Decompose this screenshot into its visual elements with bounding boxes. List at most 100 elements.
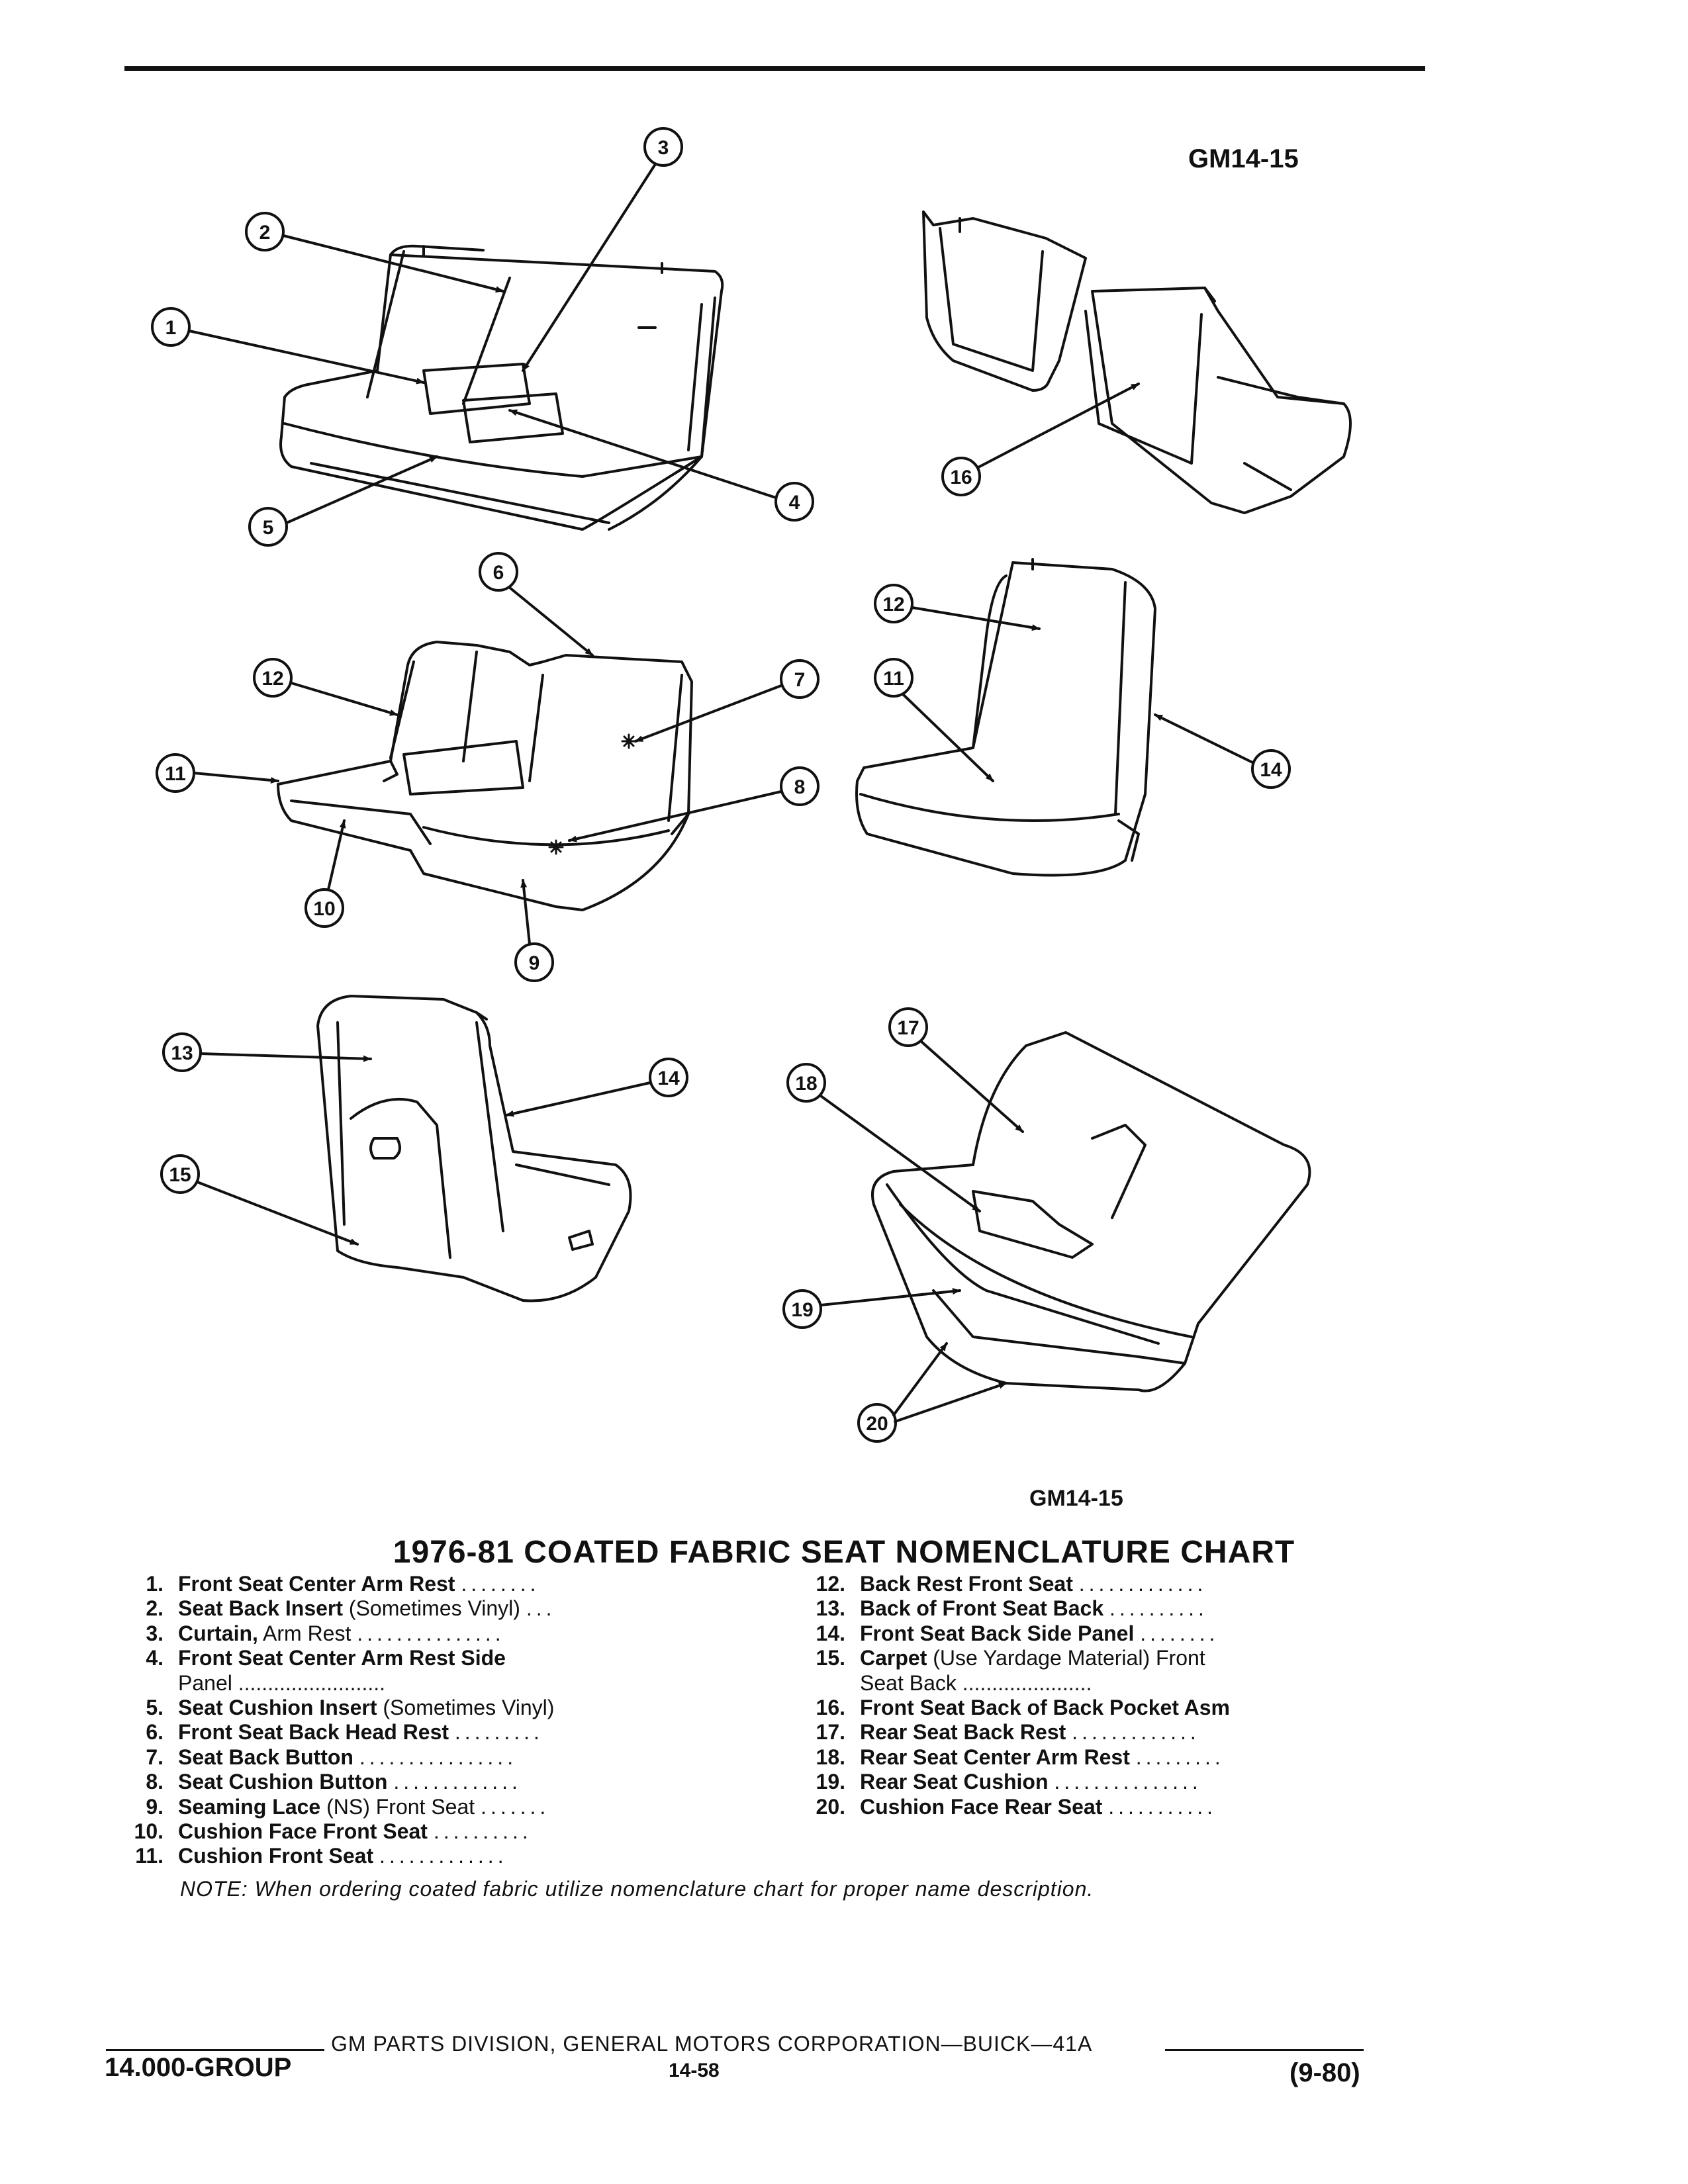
item-number: 19.: [816, 1770, 845, 1794]
callout-16: [941, 457, 981, 496]
svg-text:17: 17: [897, 1017, 919, 1039]
callout-17: [888, 1007, 928, 1047]
item-label: Front Seat Center Arm Rest Side: [178, 1646, 506, 1670]
item-leader-dots: .............: [1072, 1720, 1200, 1745]
callout-7: [780, 659, 820, 699]
item-text: Front Seat Center Arm Rest Side Panel ..…: [178, 1646, 612, 1696]
item-number: 9.: [146, 1794, 164, 1819]
callout-11b: [874, 658, 914, 698]
callout-19: [782, 1289, 822, 1329]
item-leader-dots: .........: [454, 1720, 543, 1745]
nomenclature-item: 10. Cushion Face Front Seat ..........: [103, 1819, 612, 1844]
item-label: Rear Seat Center Arm Rest: [860, 1745, 1130, 1769]
item-number: 16.: [816, 1696, 845, 1720]
nomenclature-item: 1.Front Seat Center Arm Rest ........: [103, 1572, 612, 1596]
item-text: Front Seat Center Arm Rest ........: [178, 1572, 612, 1596]
nomenclature-item: 3. Curtain, Arm Rest ...............: [103, 1621, 612, 1646]
item-text: Cushion Face Rear Seat ...........: [860, 1795, 1294, 1819]
callout-15: [160, 1154, 200, 1194]
svg-text:2: 2: [259, 222, 271, 244]
nomenclature-item: 6.Front Seat Back Head Rest .........: [103, 1720, 612, 1745]
item-text: Back Rest Front Seat .............: [860, 1572, 1294, 1596]
callout-13: [162, 1032, 202, 1072]
svg-text:10: 10: [313, 898, 335, 920]
item-text: Rear Seat Center Arm Rest .........: [860, 1745, 1294, 1770]
item-continuation: Seat Back ......................: [860, 1670, 1092, 1695]
callout-20: [857, 1403, 897, 1443]
svg-text:4: 4: [789, 492, 800, 514]
callout-4: [774, 482, 814, 522]
svg-text:5: 5: [263, 517, 274, 539]
svg-text:13: 13: [171, 1042, 193, 1064]
item-label: Seat Back Button: [178, 1745, 353, 1769]
footer-publisher: GM PARTS DIVISION, GENERAL MOTORS CORPOR…: [331, 2032, 1093, 2056]
item-text: Seat Cushion Button .............: [178, 1770, 612, 1794]
svg-text:14: 14: [1260, 759, 1282, 781]
svg-text:3: 3: [658, 137, 669, 159]
callout-12b: [874, 584, 914, 623]
nomenclature-item: 11. Cushion Front Seat .............: [103, 1844, 612, 1868]
item-label: Cushion Face Front Seat: [178, 1819, 428, 1844]
nomenclature-item: 14.Front Seat Back Side Panel ........: [784, 1621, 1294, 1646]
item-text: Front Seat Back of Back Pocket Asm: [860, 1696, 1294, 1720]
bucket-seat-rear-drawing: [316, 995, 632, 1302]
seat-illustrations: 1 2 3 4 5 6 7 8 9 10 11 12 12 11 14 13 1…: [151, 127, 1352, 1443]
item-number: 4.: [146, 1646, 164, 1670]
callout-2: [245, 212, 285, 251]
item-leader-dots: ...............: [1054, 1770, 1202, 1794]
item-label: Cushion Face Rear Seat: [860, 1794, 1103, 1819]
item-qualifier: Arm Rest: [258, 1621, 352, 1645]
item-leader-dots: ..........: [1109, 1596, 1208, 1621]
item-label: Curtain,: [178, 1621, 258, 1645]
item-number: 2.: [146, 1596, 164, 1621]
item-text: Seat Cushion Insert (Sometimes Vinyl): [178, 1696, 612, 1720]
nomenclature-item: 5.Seat Cushion Insert (Sometimes Vinyl): [103, 1696, 612, 1720]
svg-text:11: 11: [883, 668, 904, 690]
item-leader-dots: ........: [461, 1572, 540, 1596]
item-continuation: Panel .........................: [178, 1670, 385, 1695]
item-label: Rear Seat Back Rest: [860, 1720, 1066, 1745]
item-text: Back of Front Seat Back ..........: [860, 1596, 1294, 1621]
item-qualifier: (NS) Front Seat: [320, 1794, 475, 1819]
figure-code-bottom: GM14-15: [1029, 1486, 1123, 1511]
nomenclature-item: 2.Seat Back Insert (Sometimes Vinyl) ...: [103, 1596, 612, 1621]
item-label: Back of Front Seat Back: [860, 1596, 1104, 1621]
item-text: Front Seat Back Head Rest .........: [178, 1720, 612, 1745]
item-leader-dots: .............: [393, 1770, 522, 1794]
item-text: Cushion Face Front Seat ..........: [178, 1819, 612, 1844]
item-label: Cushion Front Seat: [178, 1844, 374, 1868]
item-number: 11.: [135, 1844, 164, 1868]
nomenclature-item: 16. Front Seat Back of Back Pocket Asm: [784, 1696, 1294, 1720]
bucket-seat-front-drawing: [855, 558, 1156, 877]
item-leader-dots: .........: [1135, 1745, 1225, 1769]
item-number: 10.: [134, 1819, 164, 1844]
item-label: Front Seat Back Side Panel: [860, 1621, 1135, 1645]
callout-6: [479, 552, 518, 592]
svg-text:14: 14: [657, 1068, 680, 1089]
item-leader-dots: .......: [481, 1794, 550, 1819]
item-number: 3.: [146, 1621, 164, 1645]
callout-14a: [1251, 749, 1291, 789]
item-leader-dots: .............: [379, 1844, 508, 1868]
item-number: 17.: [816, 1720, 845, 1745]
nomenclature-item: 7.Seat Back Button ................: [103, 1745, 612, 1770]
item-leader-dots: ................: [359, 1745, 518, 1769]
item-label: Front Seat Back Head Rest: [178, 1720, 449, 1745]
item-label: Seat Back Insert: [178, 1596, 344, 1621]
footer-rule-left: [106, 2049, 324, 2051]
item-leader-dots: ........: [1140, 1621, 1219, 1645]
nomenclature-list-left: 1.Front Seat Center Arm Rest ........2. S…: [103, 1572, 612, 1869]
item-qualifier: (Sometimes Vinyl): [377, 1696, 555, 1720]
seat-back-rear-view-drawing: [922, 210, 1352, 514]
item-label: Back Rest Front Seat: [860, 1572, 1073, 1596]
leader-lines: [188, 163, 1254, 1423]
item-number: 13.: [816, 1596, 845, 1621]
item-leader-dots: ...............: [357, 1621, 505, 1645]
item-number: 20.: [816, 1794, 845, 1819]
bench-seat-with-armrest-drawing: [279, 244, 724, 531]
item-text: Curtain, Arm Rest ...............: [178, 1621, 612, 1646]
callout-8: [780, 766, 820, 806]
item-text: Front Seat Back Side Panel ........: [860, 1621, 1294, 1646]
nomenclature-item: 15.Carpet (Use Yardage Material) Front S…: [784, 1646, 1294, 1696]
nomenclature-list-right: 12.Back Rest Front Seat .............13.…: [784, 1572, 1294, 1819]
